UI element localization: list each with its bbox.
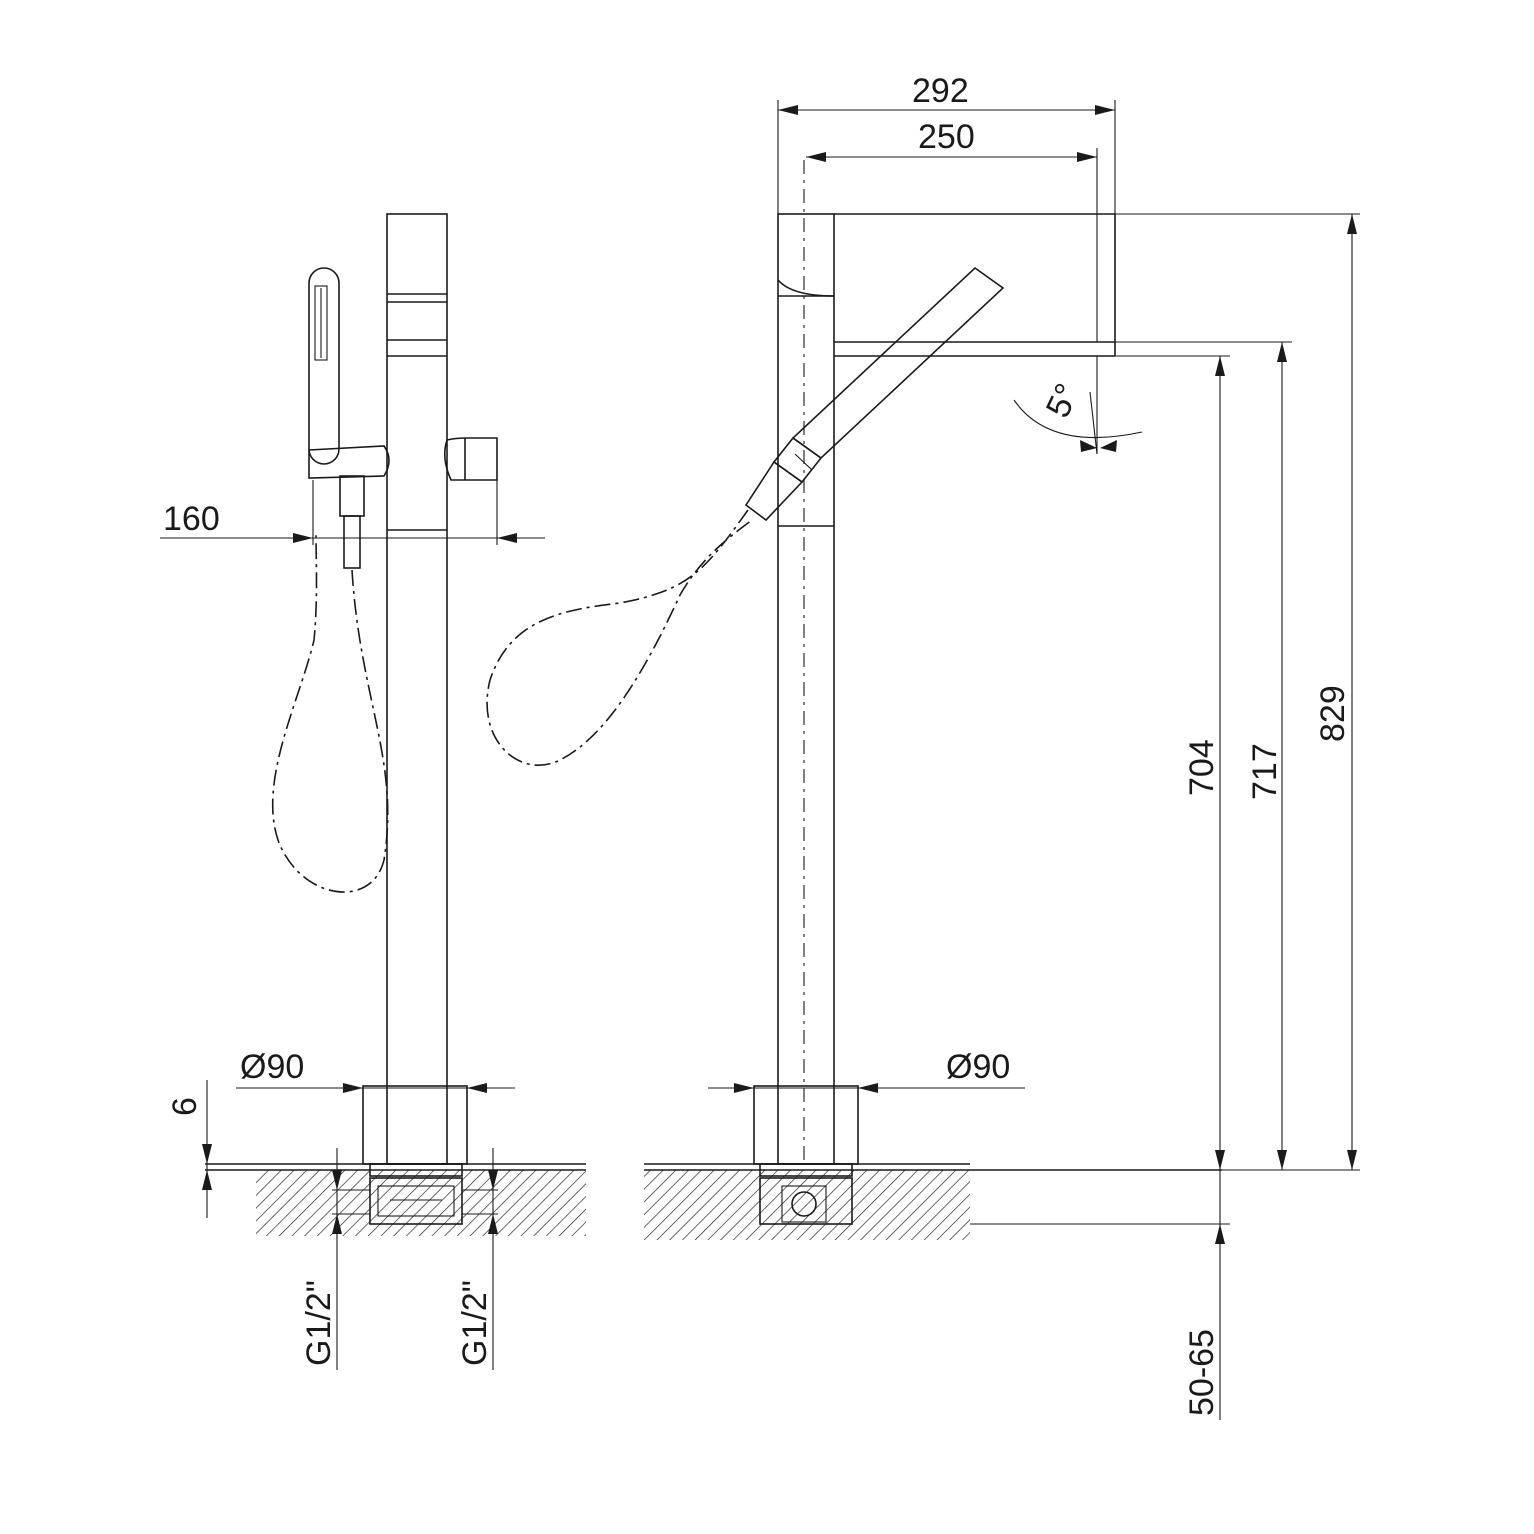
inlet-circle (791, 1191, 817, 1217)
column-right (777, 213, 835, 1165)
dim-diameter-left: Ø90 (240, 1048, 304, 1086)
hand-shower-right (744, 266, 1005, 522)
mount-box-right (759, 1177, 853, 1225)
base-right (753, 1085, 859, 1165)
dim-160: 160 (163, 500, 220, 538)
dim-inlet-right: G1/2" (456, 1280, 494, 1366)
base-left (362, 1085, 468, 1165)
dim-diameter-right: Ø90 (946, 1048, 1010, 1086)
dim-829: 829 (1314, 685, 1352, 742)
dim-292: 292 (912, 72, 969, 110)
front-view: 5° 292 250 704 717 (486, 72, 1360, 1420)
shower-holder-left (308, 445, 390, 479)
hose-left (271, 534, 389, 893)
lever-handle-left (443, 437, 498, 481)
dim-50-65: 50-65 (1183, 1329, 1221, 1416)
dim-6: 6 (166, 1097, 204, 1116)
dim-250: 250 (918, 118, 975, 156)
dim-717: 717 (1246, 743, 1284, 800)
mount-box-left (369, 1177, 463, 1225)
hose-right (486, 509, 753, 766)
floor-hatch-right (644, 1170, 970, 1240)
hand-shower-left (308, 267, 340, 465)
side-view: 160 Ø90 6 G1/2" G1/2" (160, 213, 586, 1370)
floor-hatch-left (256, 1170, 586, 1236)
dim-tilt-angle: 5° (1039, 378, 1087, 424)
dim-704: 704 (1183, 739, 1221, 796)
dim-inlet-left: G1/2" (300, 1280, 338, 1366)
